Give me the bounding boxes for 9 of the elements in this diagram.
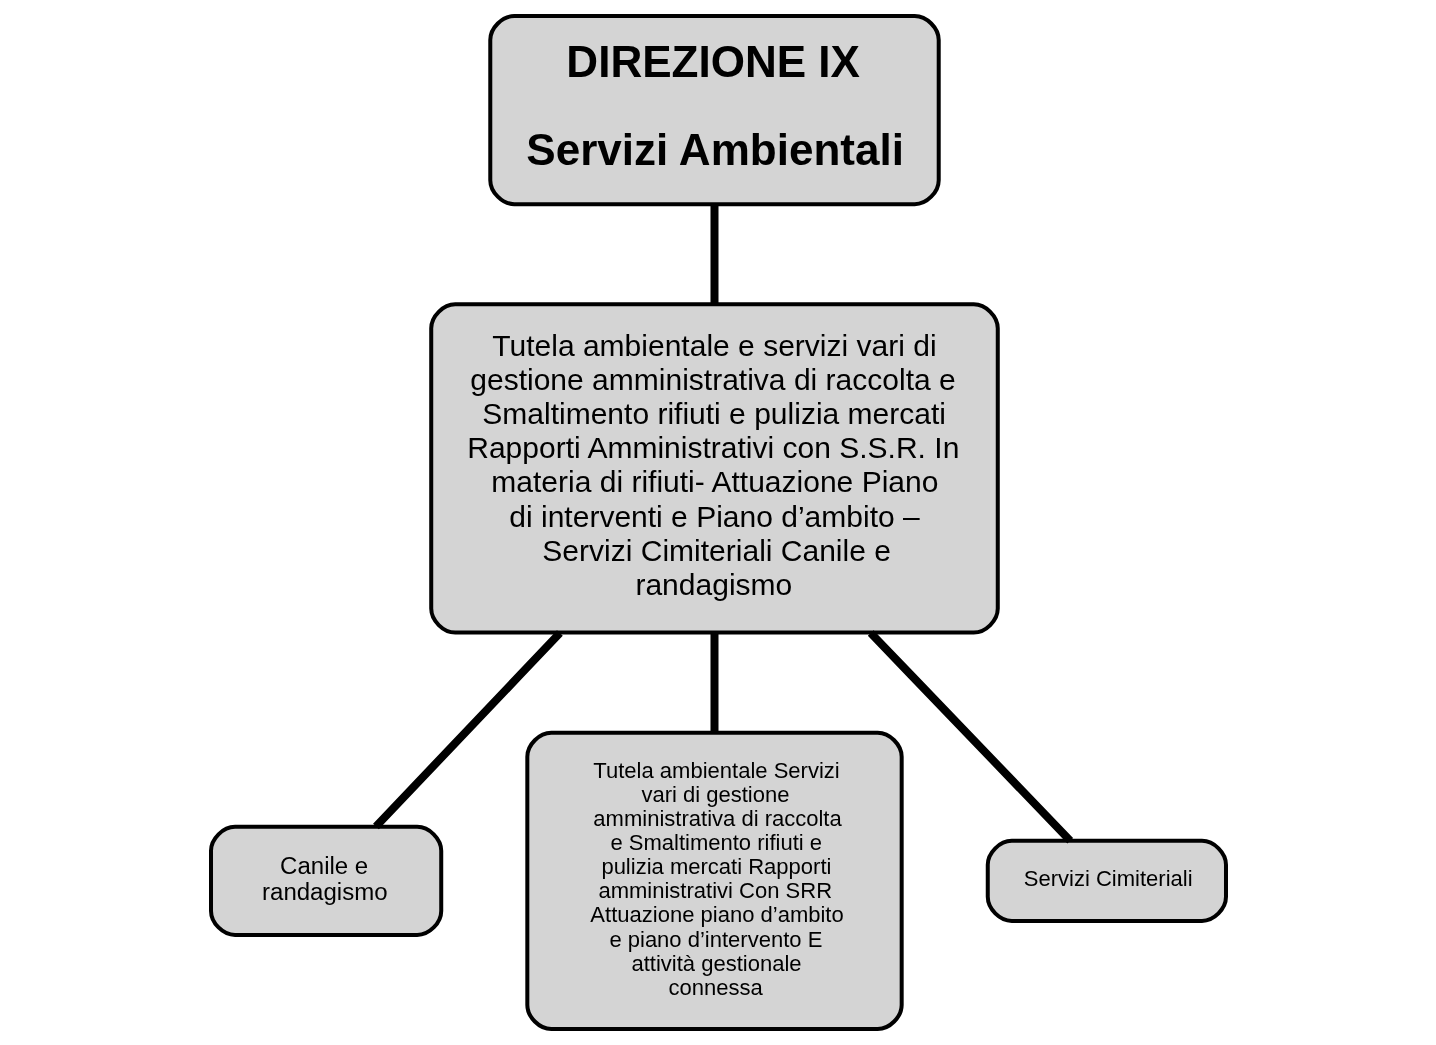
connector [710,204,718,305]
connector [867,630,1073,844]
node-box: Canile e randagismo [208,824,443,937]
node-box: DIREZIONE IX Servizi Ambientali [487,14,941,207]
node-box: Tutela ambientale e servizi vari di gestione amministrativa di raccolta e Smaltimento rifiuti e pulizia mercati Rapporti Amministrativi con S.S.R. In materia di rifiuti- Attuazione Piano di interventi e Piano d’ambito – Servizi Cimiteriali Canile e randagismo [428,302,1000,635]
node-box: Tutela ambientale Servizi vari di gestione amministrativa di raccolta e Smaltimento rifiuti e pulizia mercati Rapporti amministrativi Con SRR Attuazione piano d’ambito e piano d’intervento E attività gestionale connessa [524,730,904,1031]
connector [710,633,718,733]
connector [372,630,563,830]
node-box: Servizi Cimiteriali [985,838,1228,923]
